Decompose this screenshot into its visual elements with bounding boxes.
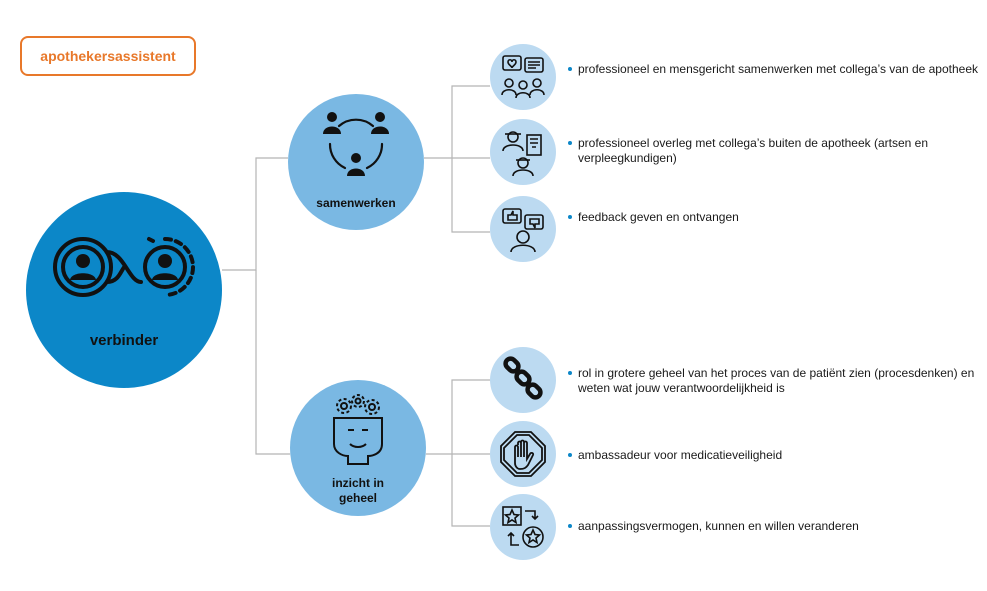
star-swap-icon	[502, 506, 544, 548]
main-node-label: verbinder	[89, 332, 159, 349]
bullet-dot	[568, 215, 572, 219]
item-text: ambassadeur voor medicatieveiligheid	[578, 448, 783, 462]
connector-c2-item1	[426, 379, 490, 455]
list-item: ambassadeur voor medicatieveiligheid	[568, 448, 982, 463]
item-icon-circle	[490, 347, 556, 413]
connector-c1-item3	[451, 158, 490, 233]
item-text: professioneel en mensgericht samenwerken…	[578, 62, 979, 76]
item-text: rol in grotere geheel van het proces van…	[578, 366, 975, 395]
group-chat-icon	[501, 55, 545, 99]
list-item: aanpassingsvermogen, kunnen en willen ve…	[568, 519, 982, 534]
item-icon-circle	[490, 494, 556, 560]
feedback-icon	[502, 208, 544, 253]
list-item: feedback geven en ontvangen	[568, 210, 982, 225]
list-item: professioneel overleg met collega’s buit…	[568, 136, 982, 166]
connector-c2-item3	[451, 454, 490, 527]
branch-label-line2: geheel	[338, 491, 377, 505]
bullet-dot	[568, 524, 572, 528]
item-text: professioneel overleg met collega’s buit…	[578, 136, 929, 165]
item-icon-circle	[490, 119, 556, 185]
connector-main-bottom	[255, 270, 290, 455]
stop-hand-icon	[500, 431, 546, 477]
infinity-people-icon	[53, 237, 195, 297]
item-icon-circle	[490, 44, 556, 110]
branch-samenwerken: samenwerken	[288, 94, 424, 230]
bullet-dot	[568, 67, 572, 71]
connector-c1-item1	[424, 85, 490, 159]
bullet-dot	[568, 141, 572, 145]
branch-inzicht-in-geheel: inzicht in geheel	[290, 380, 426, 516]
item-icon-circle	[490, 196, 556, 262]
chain-link-icon	[503, 356, 543, 400]
head-gears-icon	[333, 394, 383, 465]
branch-label: samenwerken	[316, 196, 396, 210]
item-text: aanpassingsvermogen, kunnen en willen ve…	[578, 519, 859, 533]
bullet-dot	[568, 453, 572, 457]
branch-label: inzicht in geheel	[290, 476, 426, 506]
role-tag: apothekersassistent	[20, 36, 196, 76]
medical-staff-icon	[502, 131, 542, 177]
item-icon-circle	[490, 421, 556, 487]
connector-main-top	[222, 157, 288, 271]
item-text: feedback geven en ontvangen	[578, 210, 739, 224]
list-item: rol in grotere geheel van het proces van…	[568, 366, 982, 396]
bullet-dot	[568, 371, 572, 375]
main-node-verbinder: verbinder	[26, 192, 222, 388]
branch-label-line1: inzicht in	[332, 476, 384, 490]
team-circle-icon	[323, 112, 389, 176]
list-item: professioneel en mensgericht samenwerken…	[568, 62, 982, 77]
